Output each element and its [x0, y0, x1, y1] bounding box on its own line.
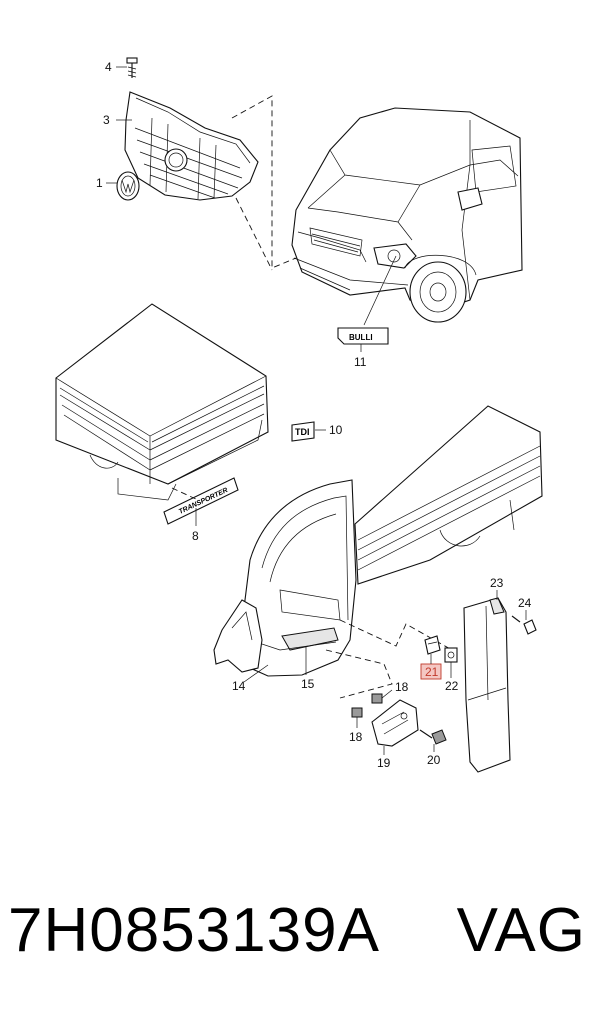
- part-number-label: 7H0853139A: [8, 896, 380, 965]
- clip-part-18-upper: [371, 689, 393, 704]
- screw-part-24: [511, 610, 537, 635]
- callout-3: 3: [103, 113, 110, 127]
- mudflap-part-23: [463, 590, 511, 773]
- callout-1: 1: [96, 176, 103, 190]
- door-frame-assembly: [213, 479, 453, 699]
- callout-8: 8: [192, 529, 199, 543]
- callout-21: 21: [425, 665, 439, 679]
- callout-15: 15: [301, 677, 315, 691]
- bracket-part-19: [371, 699, 419, 755]
- parts-exploded-diagram: BULLI TDI TRANSPORTER: [55, 57, 543, 773]
- bulli-badge-text: BULLI: [349, 333, 373, 342]
- emblem-part-1: [116, 171, 140, 201]
- callout-18-upper: 18: [395, 680, 409, 694]
- clip-part-21: [424, 635, 441, 655]
- flatbed-left: [55, 303, 269, 501]
- callout-11: 11: [354, 355, 367, 369]
- flatbed-right: [354, 405, 543, 585]
- van-illustration: [291, 107, 523, 326]
- bolt-part-20: [419, 729, 447, 752]
- tdi-badge-text: TDI: [295, 427, 310, 437]
- callout-10: 10: [329, 423, 343, 437]
- callout-20: 20: [427, 753, 441, 767]
- callout-4: 4: [105, 60, 112, 74]
- callout-22: 22: [445, 679, 459, 693]
- brand-label: VAG: [456, 896, 586, 965]
- screw-part-4: [126, 57, 138, 78]
- mudflap-assembly: [351, 590, 537, 773]
- callout-23: 23: [490, 576, 504, 590]
- clip-part-18-lower: [351, 707, 363, 728]
- nut-part-22: [444, 647, 458, 678]
- bulli-badge-part-11: BULLI: [337, 327, 389, 352]
- callout-19: 19: [377, 756, 391, 770]
- callout-18-lower: 18: [349, 730, 363, 744]
- grille-assembly: [106, 57, 297, 271]
- callout-24: 24: [518, 596, 532, 610]
- tdi-badge-part-10: TDI: [291, 421, 326, 442]
- callout-14: 14: [232, 679, 246, 693]
